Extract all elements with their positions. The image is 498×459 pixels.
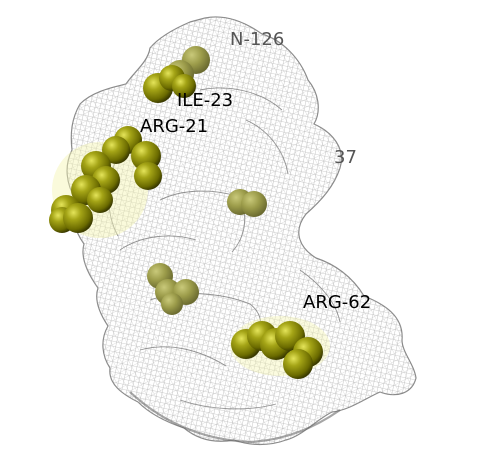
residue-ile23-spheres[interactable] <box>143 65 196 103</box>
residue-arg21-spheres[interactable] <box>49 126 162 238</box>
residue-37-spheres[interactable] <box>227 189 267 217</box>
label-ile23: ILE-23 <box>177 90 234 111</box>
label-res37: 37 <box>334 147 357 168</box>
label-arg62: ARG-62 <box>303 292 372 313</box>
residue-arg62-spheres[interactable] <box>230 316 330 379</box>
label-res126: N-126 <box>230 29 285 50</box>
surface-overlay <box>67 16 416 445</box>
protein-surface-mesh <box>66 16 417 446</box>
label-arg21: ARG-21 <box>140 116 209 137</box>
residue-buried-spheres[interactable] <box>147 263 199 315</box>
